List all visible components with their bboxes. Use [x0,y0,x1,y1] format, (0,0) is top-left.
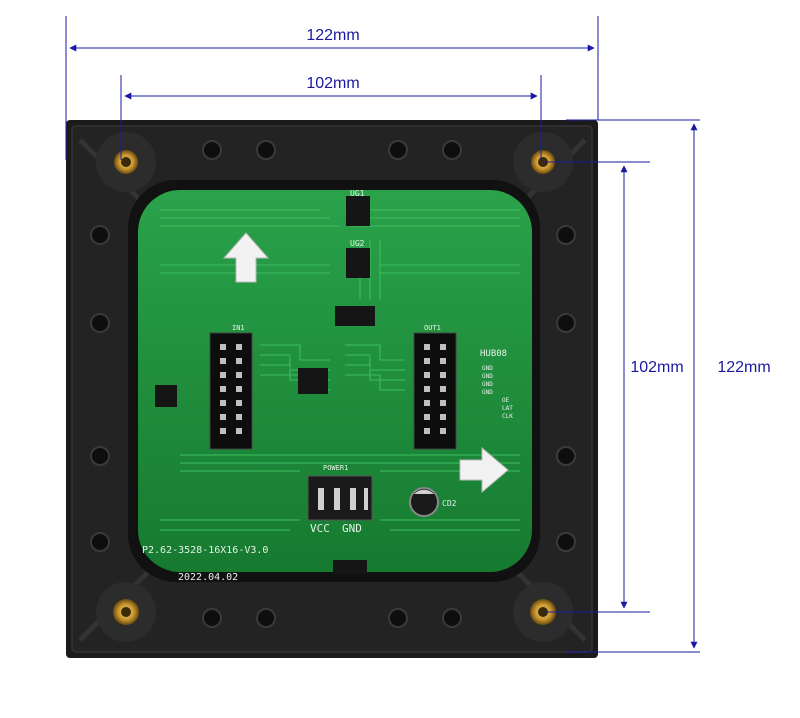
label-out1: OUT1 [424,324,441,332]
dimension-label-top-outer: 122mm [306,27,359,44]
power-connector [307,475,373,521]
up-arrow-icon [222,232,270,283]
right-arrow-icon [459,446,509,494]
label-cd2: CD2 [442,499,457,508]
pcb-board: IN1 OUT1 HUB08 GND GND GND GND OE LAT CL… [128,180,540,583]
dimension-label-right-inner: 102mm [630,359,683,376]
hub-pin-label: GND [482,381,493,388]
label-gnd: GND [342,522,362,535]
connector-in1 [209,332,253,450]
label-hub08: HUB08 [480,349,507,359]
ic-top-2 [346,248,370,278]
hub-pin-label: LAT [502,405,513,412]
label-in1: IN1 [232,324,245,332]
hub-pin-labels: GND GND GND GND OE LAT CLK [482,365,513,420]
pcb-date-label: 2022.04.02 [178,572,238,583]
hub-pin-label: GND [482,389,493,396]
brass-insert-bottom-left [113,599,139,625]
ic-center-2 [298,368,328,394]
label-ug1: UG1 [350,189,365,198]
label-vcc: VCC [310,522,330,535]
label-ug2: UG2 [350,239,365,248]
brass-insert-top-left [114,150,138,174]
hub-pin-label: OE [502,397,510,404]
ic-top-1 [346,196,370,226]
dimension-lines [65,16,700,653]
brass-insert-bottom-right [530,599,556,625]
pcb-model-label: P2.62-3528-16X16-V3.0 [142,545,268,556]
label-power1: POWER1 [323,464,348,472]
ic-bottom [333,560,367,574]
connector-out1 [413,332,457,450]
hub-pin-label: GND [482,365,493,372]
dimension-label-top-inner: 102mm [306,75,359,92]
ic-center-1 [335,306,375,326]
dimension-label-right-outer: 122mm [717,359,770,376]
ic-left [155,385,177,407]
hub-pin-label: CLK [502,413,513,420]
capacitor-cd2 [409,487,439,517]
hub-pin-label: GND [482,373,493,380]
